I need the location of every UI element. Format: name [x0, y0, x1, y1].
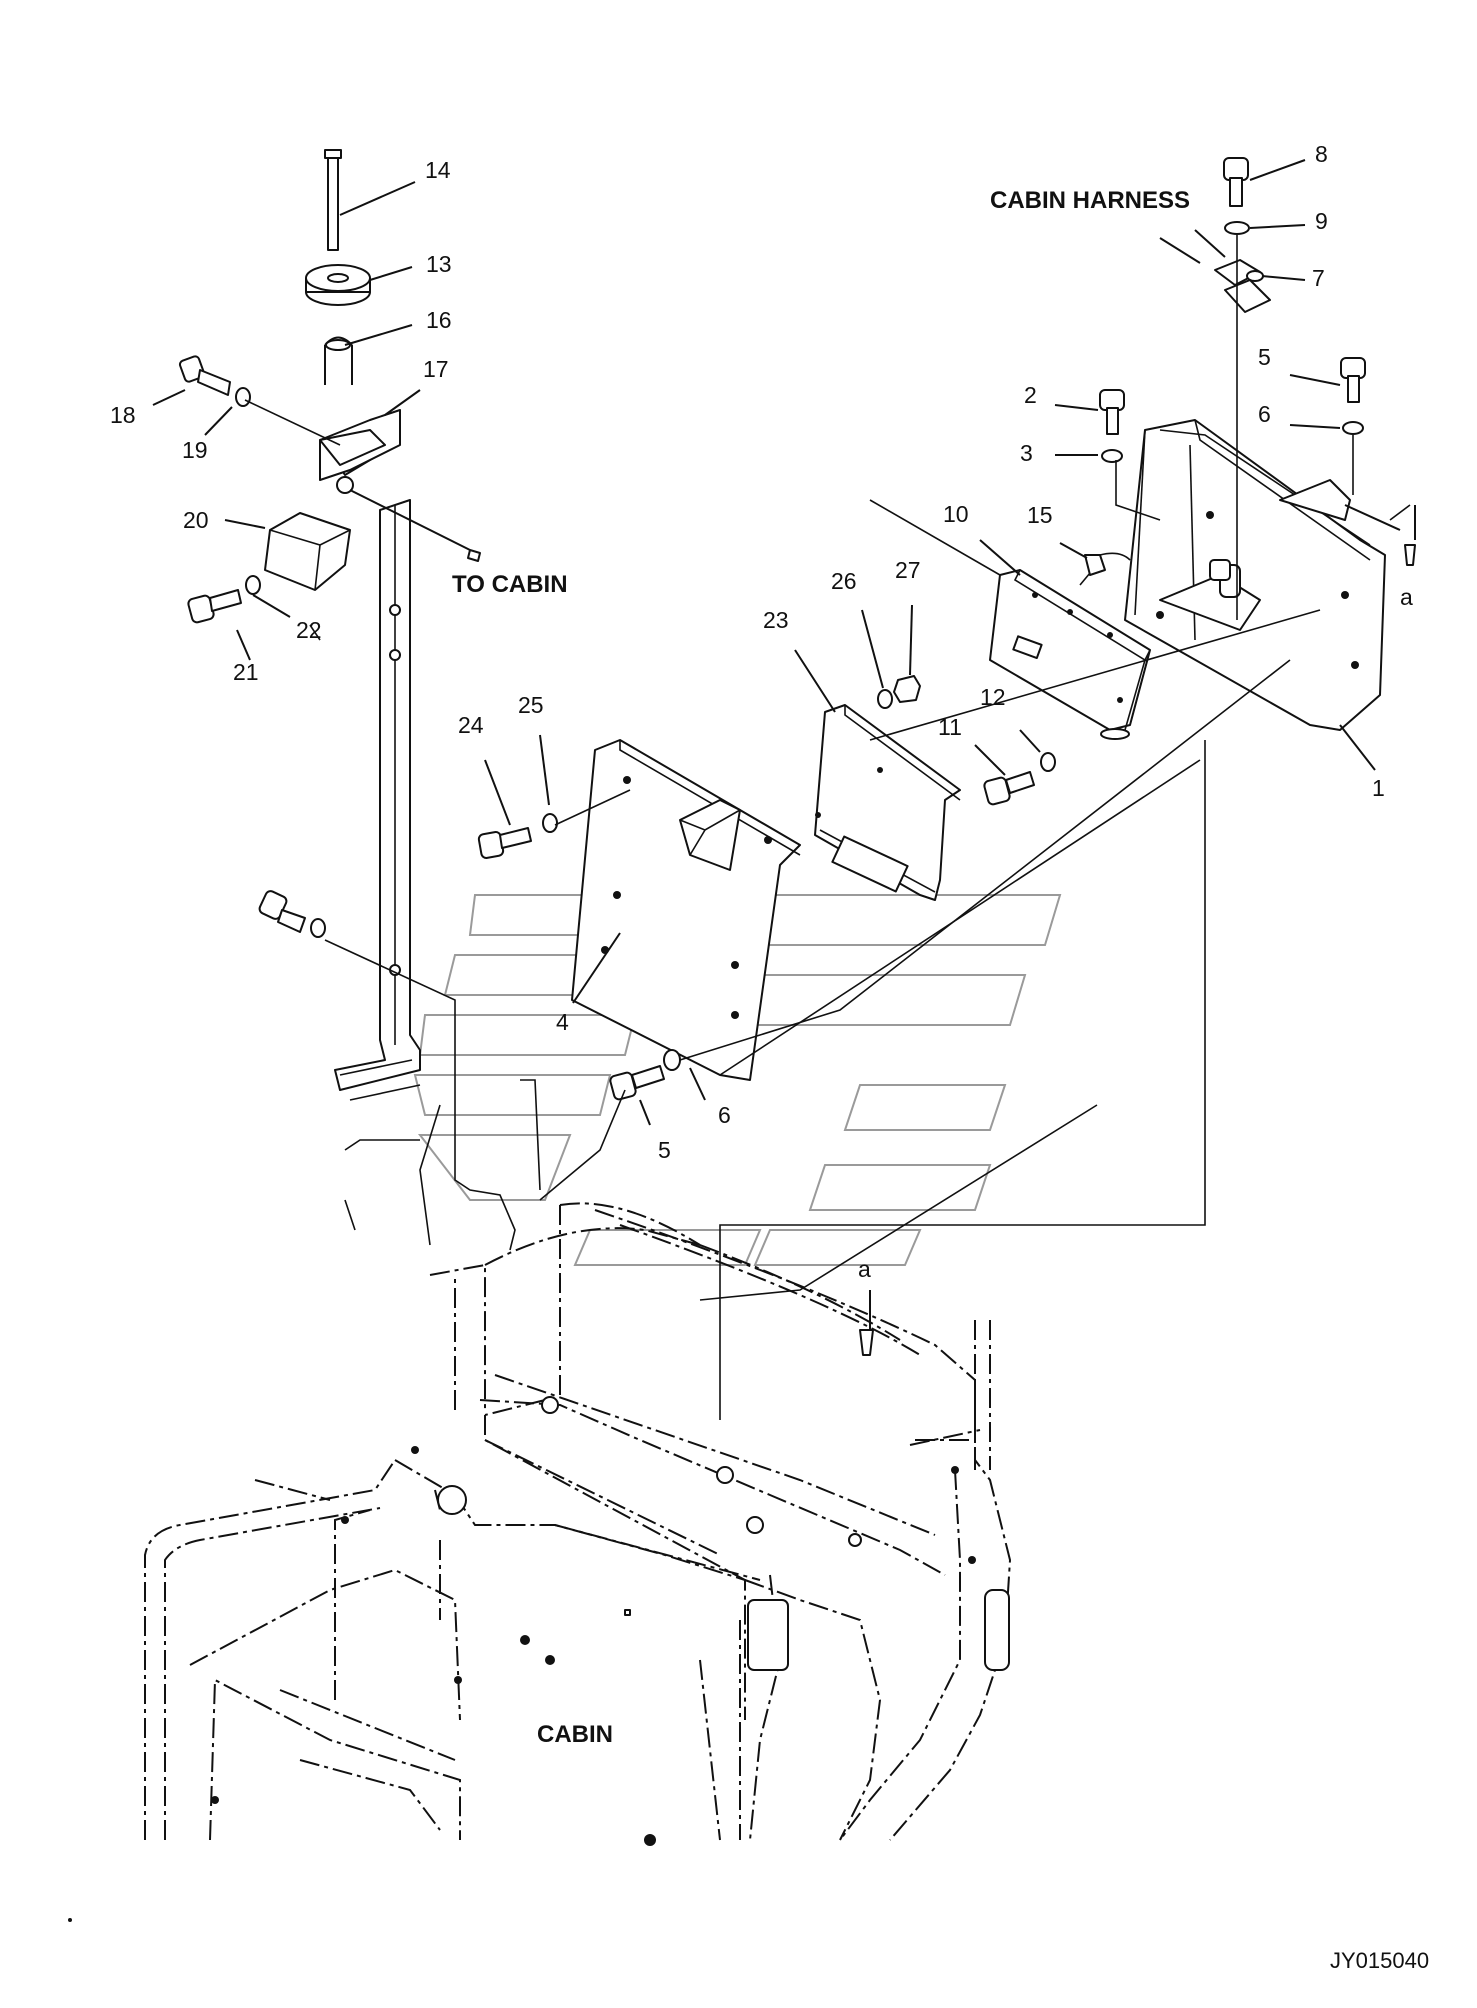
part-4-plate: [571, 739, 801, 1081]
callout-23: 23: [763, 607, 789, 633]
to-cabin-label: TO CABIN: [452, 571, 568, 598]
callout-6: 6: [1258, 401, 1271, 427]
callout-1: 1: [1372, 775, 1385, 801]
callout-5: 5: [1258, 344, 1271, 370]
callout-5-lower: 5: [658, 1137, 671, 1163]
part-6-washer-lower: [663, 1049, 681, 1071]
part-21-bolt: [187, 589, 242, 624]
part-23-bracket: [814, 704, 961, 901]
part-17-bracket: [319, 409, 401, 494]
part-27-nut: [893, 675, 921, 703]
callout-3: 3: [1020, 440, 1033, 466]
leader-lines: [152, 159, 1416, 1420]
part-14-stud: [324, 149, 342, 251]
bracket-rail: [334, 419, 421, 1101]
reference-a-bottom: a: [858, 1256, 871, 1282]
reference-a-top: a: [1400, 584, 1413, 610]
callout-10: 10: [943, 501, 969, 527]
callout-4: 4: [556, 1009, 569, 1035]
callout-12: 12: [980, 684, 1006, 710]
part-24-bolt: [477, 827, 532, 859]
callout-9: 9: [1315, 208, 1328, 234]
callout-15: 15: [1027, 502, 1053, 528]
callout-11: 11: [938, 714, 962, 740]
part-20-clip: [264, 512, 351, 591]
cabin-harness-label: CABIN HARNESS: [990, 187, 1190, 214]
stray-dot: [68, 1918, 72, 1922]
part-3-washer: [1101, 449, 1123, 463]
callout-6-lower: 6: [718, 1102, 731, 1128]
bolt-lower-left: [258, 890, 326, 938]
part-13-mount: [305, 264, 371, 306]
drawing-code: JY015040: [1330, 1948, 1429, 1973]
callout-22: 22: [296, 617, 322, 643]
callout-2: 2: [1024, 382, 1037, 408]
callout-18: 18: [110, 402, 136, 428]
part-6-washer-upper: [1342, 421, 1364, 435]
callout-8: 8: [1315, 141, 1328, 167]
part-11-bolt: [983, 771, 1035, 806]
callout-13: 13: [426, 251, 452, 277]
part-2-bolt: [1099, 389, 1125, 435]
part-26-washer: [877, 689, 893, 709]
part-7-clamp: [1214, 259, 1271, 313]
part-10-controller: [989, 569, 1151, 740]
part-5-bolt-upper: [1340, 357, 1366, 403]
part-16-clip: [324, 336, 353, 385]
cabin-outline: [144, 1202, 1012, 1846]
callout-25: 25: [518, 692, 544, 718]
callout-27: 27: [895, 557, 921, 583]
part-12-washer: [1040, 752, 1056, 772]
part-19-washer: [235, 387, 251, 407]
callout-7: 7: [1312, 265, 1325, 291]
part-1-main-bracket: [1124, 419, 1386, 731]
callout-20: 20: [183, 507, 209, 533]
part-callouts: 1 2 3 4 5 6 7 8 9 10 11 12 13 14 15 16 1…: [110, 141, 1385, 1163]
part-15-connector: [1079, 552, 1131, 586]
part-5-bolt-lower: [609, 1065, 665, 1101]
part-18-bolt: [178, 355, 231, 396]
part-25-washer: [542, 813, 558, 833]
callout-19: 19: [182, 437, 208, 463]
callout-24: 24: [458, 712, 484, 738]
callout-17: 17: [423, 356, 449, 382]
text-labels: CABIN HARNESS TO CABIN CABIN a a JY01504…: [68, 187, 1429, 1973]
callout-16: 16: [426, 307, 452, 333]
part-8-bolt: [1223, 157, 1249, 207]
part-9-washer: [1224, 221, 1250, 235]
cabin-label: CABIN: [537, 1721, 613, 1748]
callout-14: 14: [425, 157, 451, 183]
callout-26: 26: [831, 568, 857, 594]
part-22-washer: [245, 575, 261, 595]
callout-21: 21: [233, 659, 259, 685]
